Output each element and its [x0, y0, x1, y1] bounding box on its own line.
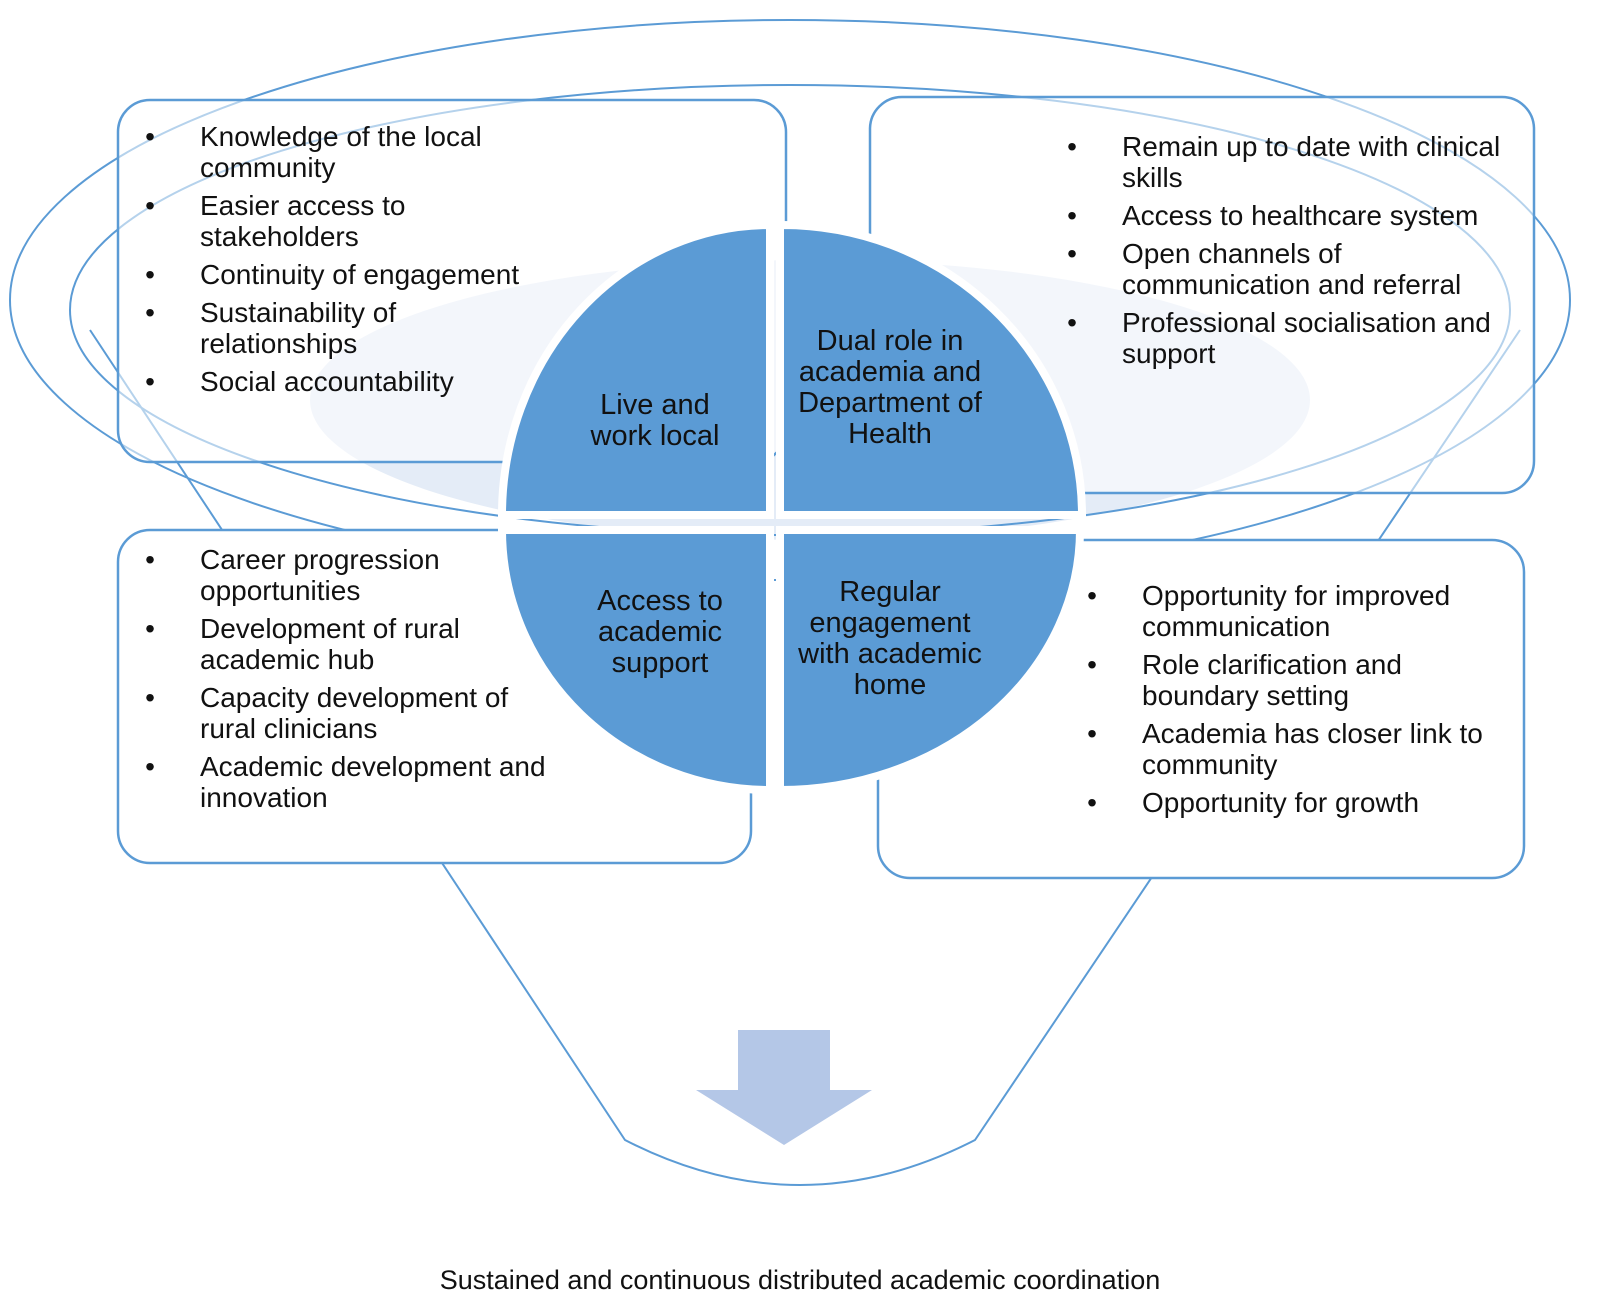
down-arrow-icon [696, 1030, 872, 1145]
bullet-icon: • [145, 190, 155, 221]
funnel-outline [89, 329, 1521, 1186]
diagram-caption: Sustained and continuous distributed aca… [439, 1265, 1161, 1295]
list-item-text: Academia has closer link to community [1142, 718, 1483, 780]
bullet-icon: • [145, 259, 155, 290]
quadrant-bottom-left [497, 526, 774, 795]
list-item-text: Social accountability [200, 366, 454, 397]
box-top-right-list: •Remain up to date with clinical skills•… [1062, 131, 1532, 376]
list-item: • Professional socialisation and support [1062, 307, 1532, 369]
list-item-text: Capacity development of rural clinicians [200, 682, 509, 744]
list-item: • Continuity of engagement [140, 259, 560, 290]
bullet-icon: • [1067, 131, 1077, 162]
quadrant-label-dual-role: Dual role in academia and Department of … [798, 325, 982, 450]
list-item: • Access to healthcare system [1062, 200, 1532, 231]
box-top-left-list: • Knowledge of the local community • Easier… [140, 121, 560, 404]
list-item: • Opportunity for improved communication [1082, 580, 1522, 642]
list-item-text: Career progression opportunities [200, 544, 440, 606]
list-item: • Social accountability [140, 366, 560, 397]
bullet-icon: • [145, 682, 155, 713]
bullet-icon: • [1087, 787, 1097, 818]
bullet-icon: • [1087, 718, 1097, 749]
list-item-text: Access to healthcare system [1122, 200, 1479, 231]
list-item: • Opportunity for growth [1082, 787, 1522, 818]
list-item-text: Open channels of communication and refer… [1122, 238, 1462, 300]
bullet-icon: • [1067, 200, 1077, 231]
list-item-text: Continuity of engagement [200, 259, 520, 290]
quadrant-top-right [776, 220, 1087, 519]
list-item: • Academia has closer link to community [1082, 718, 1522, 780]
quadrant-label-regular-engagement: Regular engagement with academic home [798, 576, 982, 701]
bullet-icon: • [1087, 580, 1097, 611]
list-item: • Academic development and innovation [140, 751, 570, 813]
list-item-text: Academic development and innovation [200, 751, 546, 813]
list-item-text: Opportunity for growth [1142, 787, 1420, 818]
list-item-text: Role clarification and boundary setting [1142, 649, 1402, 711]
list-item: • Role clarification and boundary setting [1082, 649, 1522, 711]
box-bottom-right-list: •Opportunity for improved communication•… [1082, 580, 1522, 825]
bullet-icon: • [1087, 649, 1097, 680]
list-item-text: Sustainability of relationships [200, 297, 397, 359]
list-item: • Remain up to date with clinical skills [1062, 131, 1532, 193]
bullet-icon: • [145, 366, 155, 397]
list-item-text: Opportunity for improved communication [1142, 580, 1451, 642]
quadrant-label-academic-support: Access to academic support [597, 585, 723, 679]
list-item: • Career progression opportunities [140, 544, 570, 606]
list-item: • Capacity development of rural clinician… [140, 682, 570, 744]
quadrant-label-live-work-local: Live and work local [590, 389, 720, 452]
quadrant-top-left [497, 220, 774, 519]
quadrant-bottom-right [776, 526, 1085, 795]
list-item: • Easier access to stakeholders [140, 190, 560, 252]
bullet-icon: • [145, 751, 155, 782]
list-item-text: Knowledge of the local community [200, 121, 482, 183]
list-item-text: Remain up to date with clinical skills [1122, 131, 1501, 193]
bullet-icon: • [145, 297, 155, 328]
bullet-icon: • [145, 613, 155, 644]
list-item: • Sustainability of relationships [140, 297, 560, 359]
list-item-text: Professional socialisation and support [1122, 307, 1491, 369]
list-item-text: Easier access to stakeholders [200, 190, 406, 252]
bullet-icon: • [145, 121, 155, 152]
list-item-text: Development of rural academic hub [200, 613, 460, 675]
bullet-icon: • [1067, 238, 1077, 269]
bullet-icon: • [1067, 307, 1077, 338]
bullet-icon: • [145, 544, 155, 575]
list-item: • Development of rural academic hub [140, 613, 570, 675]
box-bottom-left-list: • Career progression opportunities • Develo… [140, 544, 570, 820]
list-item: • Knowledge of the local community [140, 121, 560, 183]
list-item: • Open channels of communication and refe… [1062, 238, 1532, 300]
